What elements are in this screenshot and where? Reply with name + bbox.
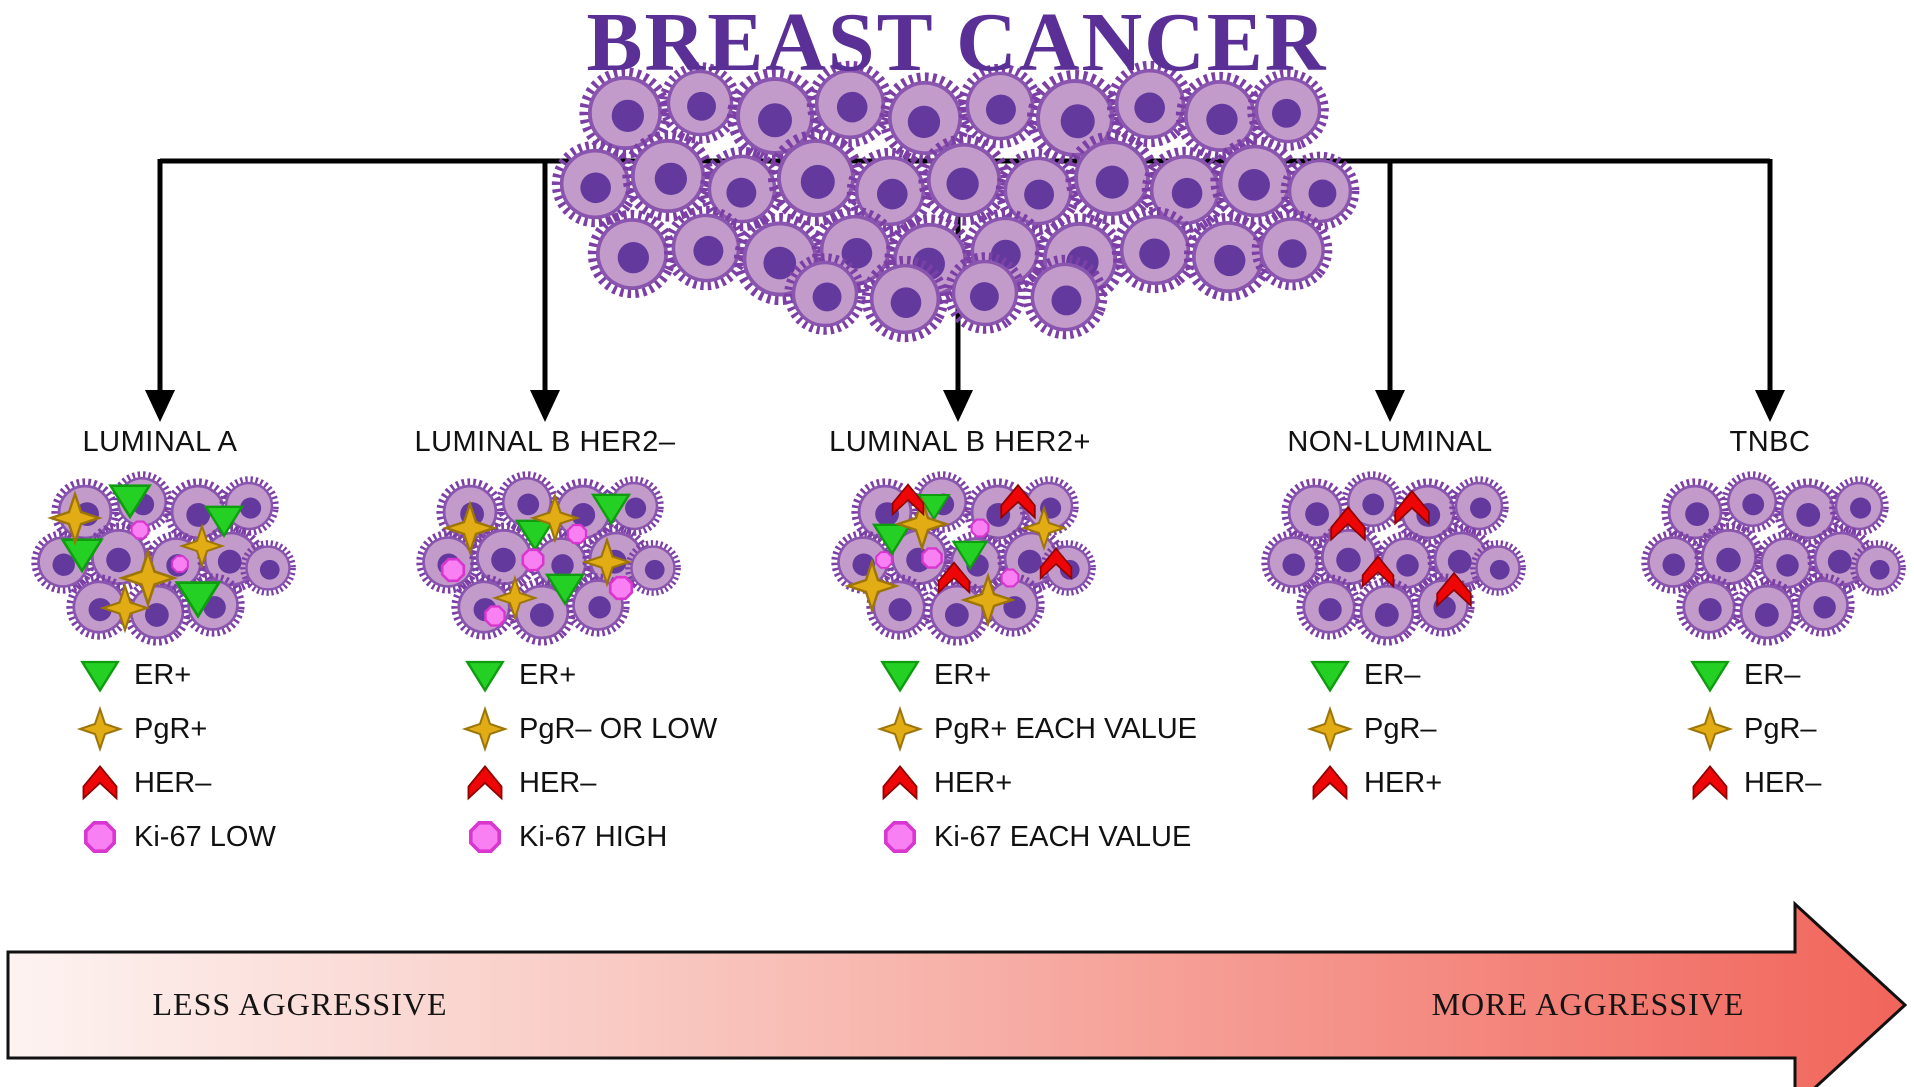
subtype-title: LUMINAL A bbox=[82, 426, 238, 458]
subtype-luminal-a: LUMINAL A ER+ PgR+ HER– Ki bbox=[10, 424, 310, 871]
subtype-tnbc: TNBC ER– PgR– HER– bbox=[1620, 424, 1914, 817]
legend-item: ER+ bbox=[465, 655, 695, 695]
her-marker-icon bbox=[1312, 765, 1348, 800]
legend-label: ER+ bbox=[134, 658, 192, 691]
her-marker-icon bbox=[467, 765, 503, 800]
legend-label: PgR+ bbox=[134, 712, 208, 745]
legend: ER– PgR– HER+ bbox=[1240, 655, 1540, 803]
legend-item: Ki-67 HIGH bbox=[465, 817, 695, 857]
legend-item: HER+ bbox=[1310, 763, 1540, 803]
subtype-title: TNBC bbox=[1729, 426, 1811, 458]
page-title: BREAST CANCER bbox=[586, 0, 1328, 89]
subtype-title: NON-LUMINAL bbox=[1287, 426, 1493, 458]
legend-label: HER+ bbox=[1364, 766, 1443, 799]
legend: ER– PgR– HER– bbox=[1620, 655, 1914, 803]
pgr-marker-icon bbox=[463, 707, 507, 751]
legend: ER+ PgR– OR LOW HER– Ki-67 HIGH bbox=[395, 655, 717, 857]
legend-label: ER+ bbox=[519, 658, 577, 691]
er-marker-icon bbox=[881, 660, 919, 692]
her-marker-icon bbox=[82, 765, 118, 800]
legend-label: PgR+ EACH VALUE bbox=[934, 712, 1197, 745]
ki67-marker-icon bbox=[884, 821, 916, 853]
subtype-title: LUMINAL B HER2+ bbox=[829, 426, 1091, 458]
legend-label: HER+ bbox=[934, 766, 1013, 799]
legend-item: Ki-67 LOW bbox=[80, 817, 310, 857]
legend-label: Ki-67 EACH VALUE bbox=[934, 820, 1192, 853]
legend-item: ER+ bbox=[880, 655, 1110, 695]
pgr-marker-icon bbox=[878, 707, 922, 751]
subtype-cell-cluster bbox=[830, 466, 1090, 641]
aggressiveness-arrow bbox=[6, 900, 1908, 1087]
ki67-marker-icon bbox=[84, 821, 116, 853]
legend-item: ER– bbox=[1690, 655, 1914, 695]
legend-label: Ki-67 HIGH bbox=[519, 820, 668, 853]
arrowhead-icon bbox=[145, 390, 1785, 422]
legend-item: HER– bbox=[465, 763, 695, 803]
legend-label: HER– bbox=[134, 766, 212, 799]
er-marker-icon bbox=[1311, 660, 1349, 692]
her-marker-icon bbox=[882, 765, 918, 800]
legend-item: PgR– bbox=[1308, 707, 1540, 751]
legend-label: ER– bbox=[1744, 658, 1801, 691]
legend-item: ER– bbox=[1310, 655, 1540, 695]
subtype-luminal-b-her2-neg: LUMINAL B HER2– ER+ PgR– OR LOW HER– bbox=[395, 424, 717, 871]
legend-label: ER+ bbox=[934, 658, 992, 691]
legend-item: PgR– bbox=[1688, 707, 1914, 751]
legend-label: Ki-67 LOW bbox=[134, 820, 276, 853]
subtype-cell-cluster bbox=[415, 466, 675, 641]
legend-label: HER– bbox=[1744, 766, 1822, 799]
ki67-marker-icon bbox=[469, 821, 501, 853]
legend: ER+ PgR+ HER– Ki-67 LOW bbox=[10, 655, 310, 857]
subtype-luminal-b-her2-pos: LUMINAL B HER2+ ER+ PgR+ EACH VALUE bbox=[810, 424, 1197, 871]
legend-item: HER– bbox=[80, 763, 310, 803]
her-marker-icon bbox=[1692, 765, 1728, 800]
legend-item: Ki-67 EACH VALUE bbox=[880, 817, 1191, 857]
legend-label: PgR– bbox=[1364, 712, 1437, 745]
legend: ER+ PgR+ EACH VALUE HER+ Ki-67 EACH VALU… bbox=[810, 655, 1197, 857]
breast-cancer-cell-cluster bbox=[540, 58, 1370, 308]
subtype-cell-cluster bbox=[1260, 466, 1520, 641]
er-marker-icon bbox=[466, 660, 504, 692]
pgr-marker-icon bbox=[78, 707, 122, 751]
less-aggressive-label: LESS AGGRESSIVE bbox=[152, 986, 448, 1022]
pgr-marker-icon bbox=[1688, 707, 1732, 751]
legend-item: HER– bbox=[1690, 763, 1914, 803]
subtype-cell-cluster bbox=[30, 466, 290, 641]
legend-item: PgR+ bbox=[78, 707, 310, 751]
pgr-marker-icon bbox=[1308, 707, 1352, 751]
er-marker-icon bbox=[81, 660, 119, 692]
er-marker-icon bbox=[1691, 660, 1729, 692]
legend-item: HER+ bbox=[880, 763, 1110, 803]
legend-label: HER– bbox=[519, 766, 597, 799]
legend-item: ER+ bbox=[80, 655, 310, 695]
more-aggressive-label: MORE AGGRESSIVE bbox=[1431, 986, 1745, 1022]
legend-label: PgR– bbox=[1744, 712, 1817, 745]
legend-item: PgR+ EACH VALUE bbox=[878, 707, 1197, 751]
subtype-non-luminal: NON-LUMINAL ER– PgR– HER+ bbox=[1240, 424, 1540, 817]
subtype-cell-cluster bbox=[1640, 466, 1900, 641]
subtype-title: LUMINAL B HER2– bbox=[414, 426, 676, 458]
legend-label: PgR– OR LOW bbox=[519, 712, 718, 745]
legend-item: PgR– OR LOW bbox=[463, 707, 717, 751]
legend-label: ER– bbox=[1364, 658, 1421, 691]
